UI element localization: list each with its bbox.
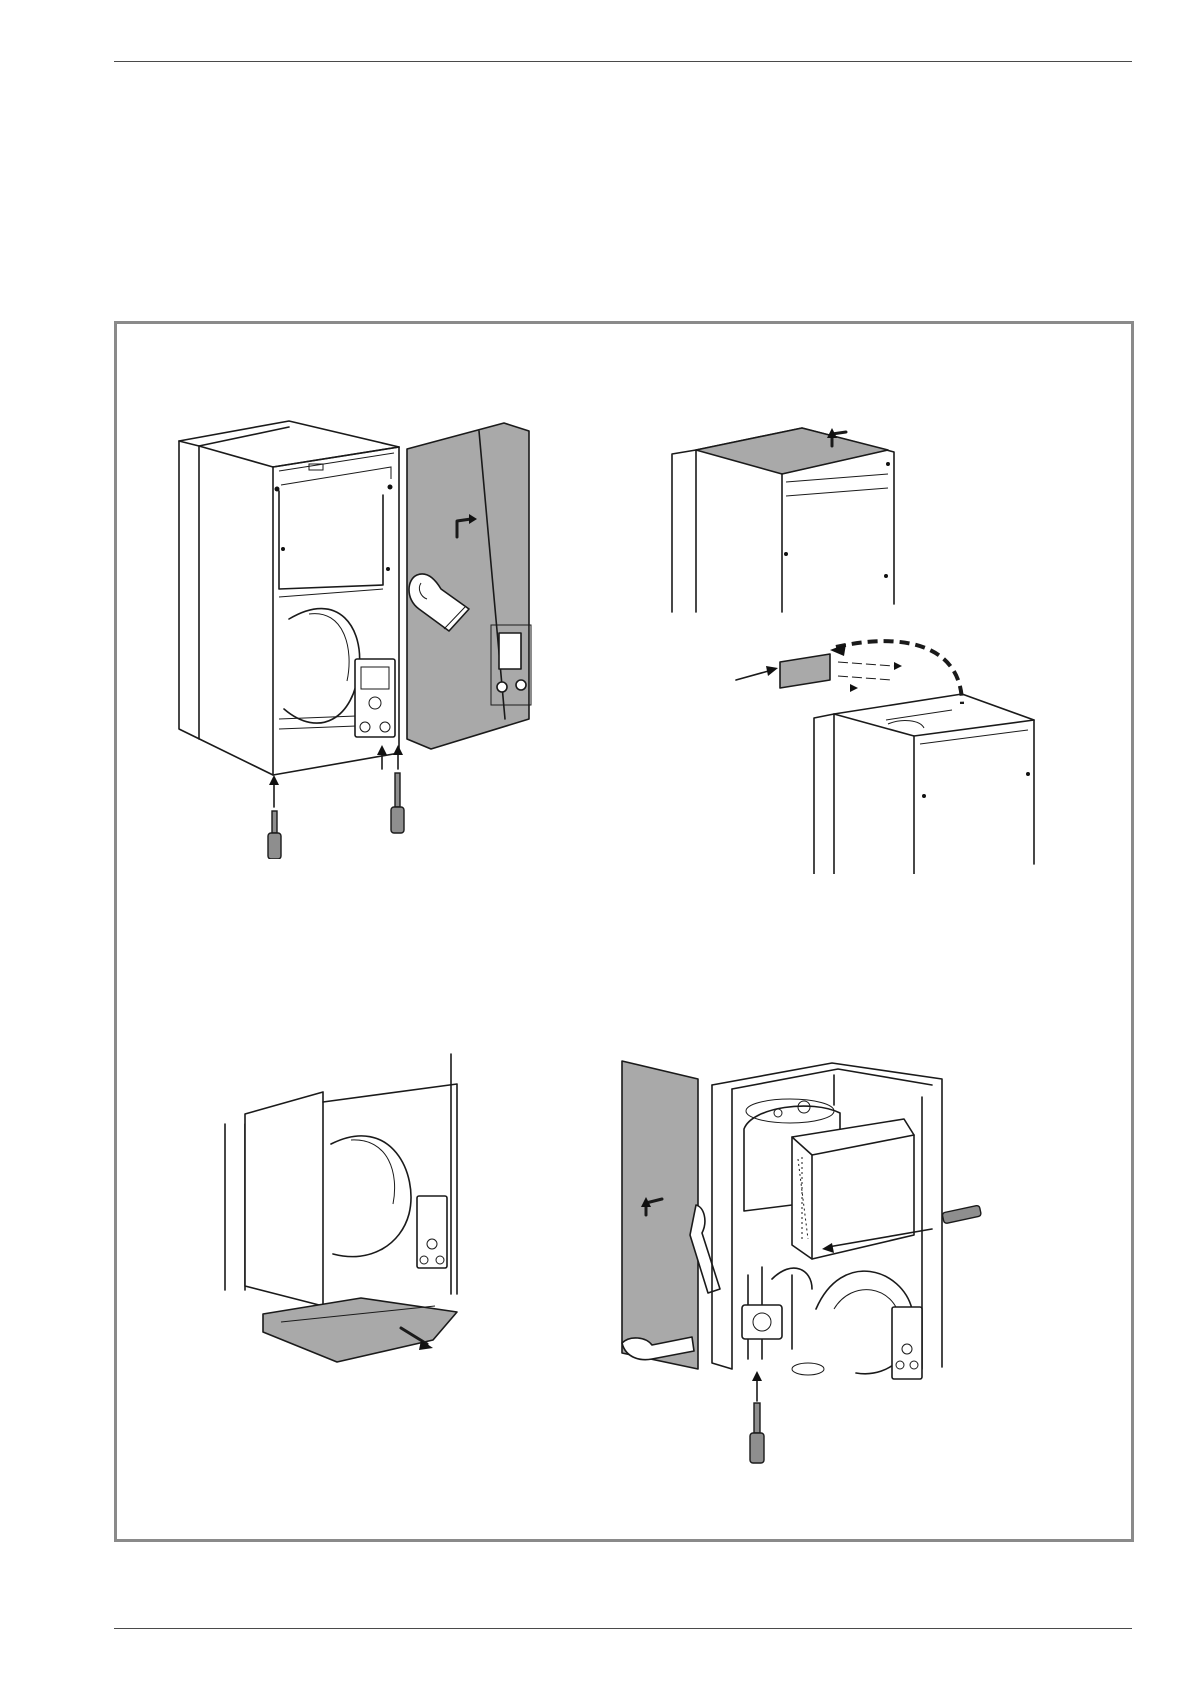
side-panel-removal-illustration [612,989,1072,1549]
footer-rule [114,1628,1132,1629]
top-panel-removal-illustration [662,404,1082,874]
bottom-panel-removal-illustration [221,1044,481,1364]
front-panel-removal-illustration [169,419,589,859]
header-rule [114,61,1132,62]
illustration-frame [114,321,1134,1542]
